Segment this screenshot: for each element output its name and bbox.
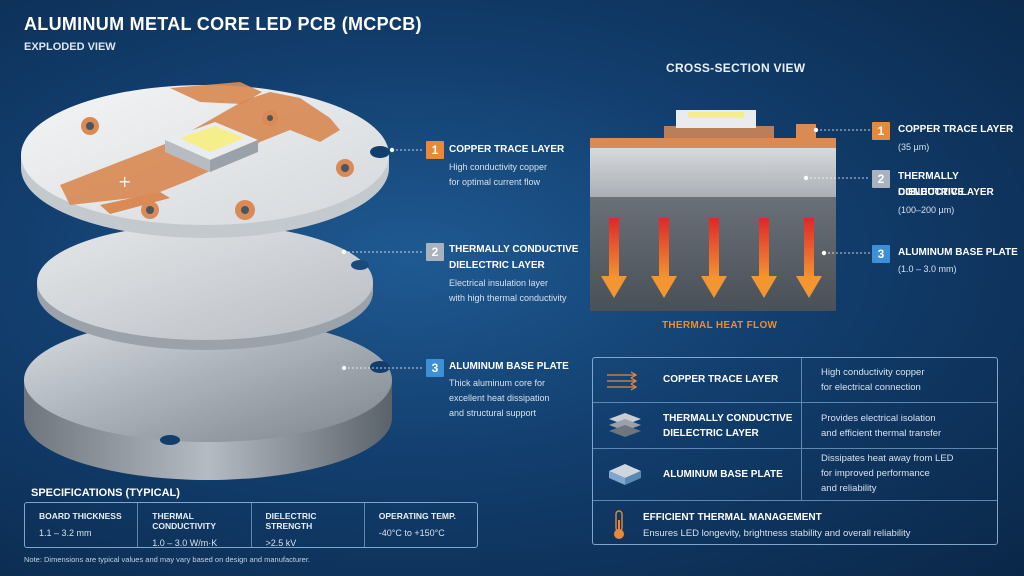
exploded-label-dielectric-body-2: with high thermal conductivity xyxy=(449,293,567,303)
exploded-dielectric-layer xyxy=(37,224,373,350)
table-row-desc-1: High conductivity copper xyxy=(821,367,925,378)
cs-badge-3: 3 xyxy=(872,245,890,263)
exploded-top-board: + xyxy=(21,82,390,238)
spec-value: -40°C to +150°C xyxy=(378,528,445,538)
cross-leader-lines xyxy=(806,129,870,254)
table-divider xyxy=(801,358,802,402)
page-title: ALUMINUM METAL CORE LED PCB (MCPCB) xyxy=(24,14,422,34)
table-divider xyxy=(801,449,802,500)
cs-label-dielectric-head-1: THERMALLY CONDUCTIVE xyxy=(898,171,965,198)
table-row-name: ALUMINUM BASE PLATE xyxy=(663,469,783,480)
spec-label: THERMAL CONDUCTIVITY xyxy=(152,511,216,531)
cross-section-title: CROSS-SECTION VIEW xyxy=(666,61,806,75)
heat-flow-arrows xyxy=(601,218,822,298)
spec-label: OPERATING TEMP. xyxy=(378,511,456,521)
exploded-label-aluminum-body-2: excellent heat dissipation xyxy=(449,393,550,403)
cs-label-copper-head: COPPER TRACE LAYER xyxy=(898,124,1014,135)
table-row-desc-3: and reliability xyxy=(821,483,877,494)
table-row-desc-2: for electrical connection xyxy=(821,382,921,393)
badge-1: 1 xyxy=(426,141,444,159)
cs-label-copper-body: (35 µm) xyxy=(898,142,930,152)
badge-2: 2 xyxy=(426,243,444,261)
exploded-label-copper-head: COPPER TRACE LAYER xyxy=(449,144,565,155)
dielectric-layers-icon xyxy=(609,413,641,437)
exploded-label-aluminum-body-3: and structural support xyxy=(449,408,537,418)
spec-value: 1.1 – 3.2 mm xyxy=(39,528,92,538)
thermal-management-body: Ensures LED longevity, brightness stabil… xyxy=(643,528,911,539)
exploded-label-copper-body-2: for optimal current flow xyxy=(449,177,541,187)
exploded-label-dielectric-head-2: DIELECTRIC LAYER xyxy=(449,260,545,271)
specs-box: BOARD THICKNESS 1.1 – 3.2 mm THERMAL CON… xyxy=(24,502,478,548)
table-row-name-2: DIELECTRIC LAYER xyxy=(663,428,759,439)
exploded-leader-lines xyxy=(344,149,424,369)
exploded-label-copper-body-1: High conductivity copper xyxy=(449,162,548,172)
table-row-desc-1: Dissipates heat away from LED xyxy=(821,453,954,464)
specs-title: SPECIFICATIONS (TYPICAL) xyxy=(31,487,180,499)
cs-badge-2: 2 xyxy=(872,170,890,188)
layer-summary-table: COPPER TRACE LAYER High conductivity cop… xyxy=(592,357,998,545)
aluminum-plate-icon xyxy=(609,464,641,485)
table-divider xyxy=(801,403,802,448)
thermal-management-head: EFFICIENT THERMAL MANAGEMENT xyxy=(643,512,822,523)
cs-label-aluminum-head: ALUMINUM BASE PLATE xyxy=(898,247,1018,258)
copper-trace-icon xyxy=(607,371,638,391)
table-row-name: COPPER TRACE LAYER xyxy=(663,374,779,385)
spec-label: DIELECTRIC STRENGTH xyxy=(265,511,317,531)
cs-label-aluminum-body: (1.0 – 3.0 mm) xyxy=(898,264,957,274)
exploded-label-dielectric-body-1: Electrical insulation layer xyxy=(449,278,549,288)
exploded-label-dielectric-head-1: THERMALLY CONDUCTIVE xyxy=(449,244,579,255)
exploded-aluminum-plate xyxy=(24,318,392,480)
table-row-desc-2: for improved performance xyxy=(821,468,930,479)
spec-dielectric-strength: DIELECTRIC STRENGTH >2.5 kV xyxy=(252,503,365,548)
led-chip xyxy=(165,122,258,172)
exploded-view-title: EXPLODED VIEW xyxy=(24,41,116,53)
spec-board-thickness: BOARD THICKNESS 1.1 – 3.2 mm xyxy=(25,503,139,547)
table-row-desc-2: and efficient thermal transfer xyxy=(821,428,942,439)
thermometer-icon xyxy=(614,510,624,539)
heat-flow-label: THERMAL HEAT FLOW xyxy=(662,320,778,331)
spec-value: >2.5 kV xyxy=(265,538,297,548)
spec-label: BOARD THICKNESS xyxy=(39,511,122,521)
cs-label-dielectric-body: (100–200 µm) xyxy=(898,205,955,215)
footnote: Note: Dimensions are typical values and … xyxy=(24,555,310,564)
badge-3: 3 xyxy=(426,359,444,377)
table-row-desc-1: Provides electrical isolation xyxy=(821,413,936,424)
exploded-label-aluminum-body-1: Thick aluminum core for xyxy=(449,378,546,388)
cs-badge-1: 1 xyxy=(872,122,890,140)
spec-operating-temp: OPERATING TEMP. -40°C to +150°C xyxy=(365,503,477,547)
table-row: THERMALLY CONDUCTIVE DIELECTRIC LAYER Pr… xyxy=(593,403,997,449)
table-row: COPPER TRACE LAYER High conductivity cop… xyxy=(593,358,997,403)
exploded-label-aluminum-head: ALUMINUM BASE PLATE xyxy=(449,361,569,372)
table-row: ALUMINUM BASE PLATE Dissipates heat away… xyxy=(593,449,997,501)
minus-sign: + xyxy=(118,172,131,191)
spec-thermal-conductivity: THERMAL CONDUCTIVITY 1.0 – 3.0 W/m·K xyxy=(138,503,252,548)
table-row-name-1: THERMALLY CONDUCTIVE xyxy=(663,413,793,424)
spec-value: 1.0 – 3.0 W/m·K xyxy=(152,538,218,548)
cs-label-dielectric-head-2: DIELECTRIC LAYER xyxy=(898,187,994,198)
